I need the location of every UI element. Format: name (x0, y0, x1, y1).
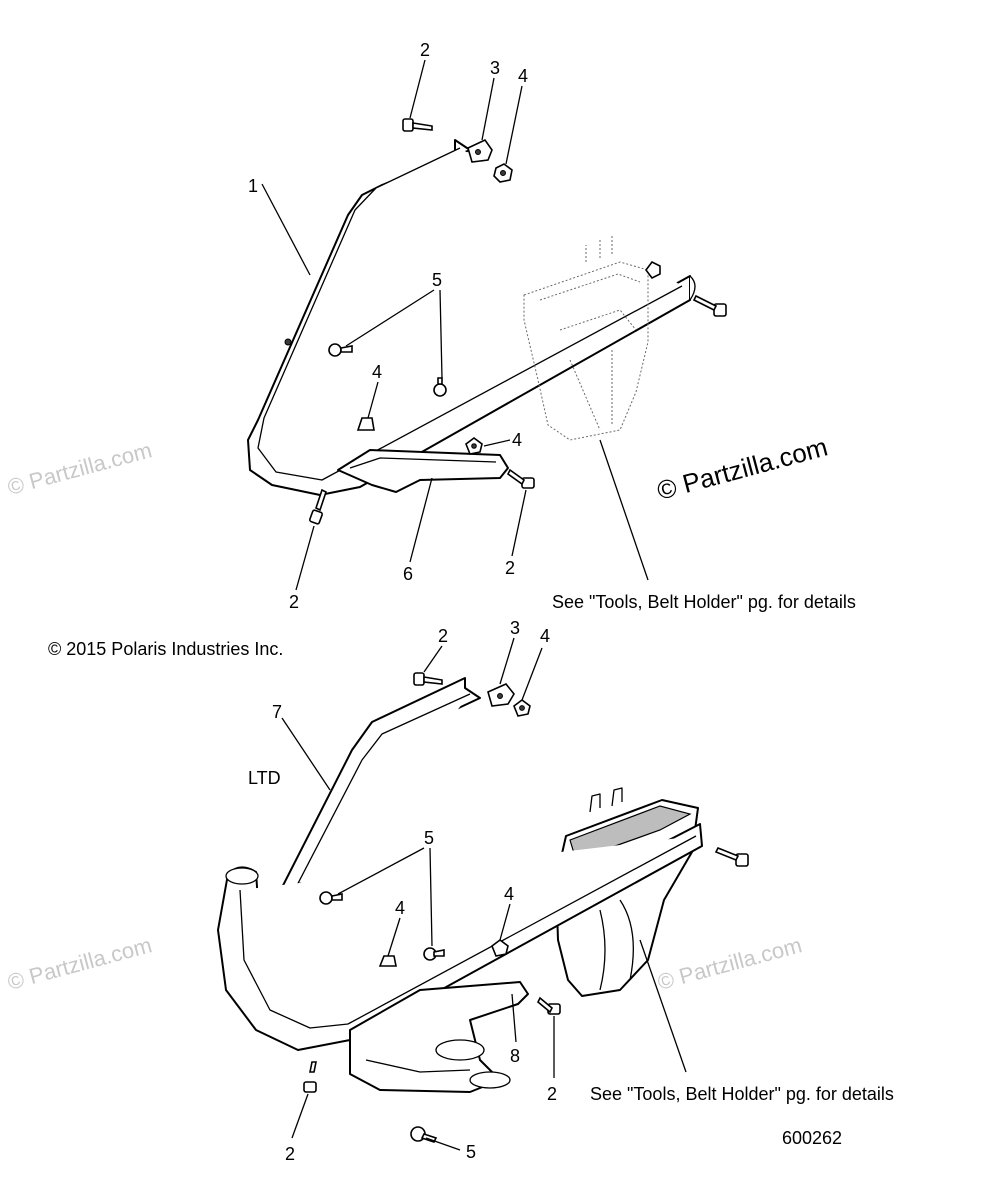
belt-holder-note-lower: See "Tools, Belt Holder" pg. for details (590, 1084, 894, 1104)
brace-8-inner (365, 1059, 471, 1073)
callout-4-top-upper: 4 (518, 66, 528, 86)
leader-belt-lower (639, 939, 687, 1073)
callout-4-right-upper: 4 (512, 430, 522, 450)
figure-number: 600262 (782, 1128, 842, 1148)
bolt-2-left-lower (303, 1061, 317, 1093)
callout-5-lower: 5 (424, 828, 434, 848)
rivet-5a-lower (319, 891, 343, 905)
belt-holder-ghost-upper (523, 236, 649, 441)
callout-4-top-lower: 4 (540, 626, 550, 646)
bumper-tube-1-end (689, 275, 696, 301)
bolt-2-right-upper (506, 468, 535, 489)
callout-4-mid-upper: 4 (372, 362, 382, 382)
nut-4-top-upper (493, 163, 513, 183)
bumper-tube-1-highlight (257, 147, 683, 481)
bolt-top-lower (413, 672, 443, 686)
callout-4-mid-lower: 4 (395, 898, 405, 918)
leader-5a (345, 289, 435, 347)
callout-7: 7 (272, 702, 282, 722)
bolt-top-upper (402, 118, 433, 132)
callout-3-upper: 3 (490, 58, 500, 78)
leader-2-right (511, 489, 527, 557)
leader-4-mid (367, 381, 379, 419)
leader-4-top (505, 85, 523, 165)
leader-5b-lower (429, 847, 433, 947)
callout-2-right-upper: 2 (505, 558, 515, 578)
brace-6-inner (349, 457, 497, 469)
leader-5a-lower (337, 847, 425, 895)
leader-3-lower (499, 637, 515, 685)
front-loop-highlight (239, 835, 697, 1029)
callout-2-left-upper: 2 (289, 592, 299, 612)
callout-2-top-upper: 2 (420, 40, 430, 60)
callout-3-lower: 3 (510, 618, 520, 638)
callout-2-top-lower: 2 (438, 626, 448, 646)
leader-2-left (295, 525, 315, 591)
callout-6: 6 (403, 564, 413, 584)
callout-5-upper: 5 (432, 270, 442, 290)
rivet-5b-lower (423, 947, 445, 961)
leader-5b (439, 289, 443, 379)
callout-2-left-lower: 2 (285, 1144, 295, 1164)
leader-7 (281, 717, 331, 791)
bolt-2-right-lower (537, 996, 561, 1015)
leader-4-top-lower (521, 647, 543, 701)
lower-assembly: 2 3 4 7 5 4 4 8 2 2 5 LTD See "Tools, Be… (217, 618, 894, 1164)
rivet-5b-upper (433, 377, 447, 397)
leader-2-top-lower (423, 645, 443, 673)
rivet-5a-upper (328, 343, 353, 357)
leader-5-bottom-lower (425, 1137, 461, 1151)
bolt-top-right-upper (692, 294, 727, 317)
leader-belt-upper (599, 439, 649, 581)
leader-1 (261, 183, 311, 276)
callout-5-bottom-lower: 5 (466, 1142, 476, 1162)
clip-3-upper (467, 138, 493, 163)
watermark-right-bottom: © Partzilla.com (655, 932, 805, 995)
callout-8: 8 (510, 1046, 520, 1066)
leader-2-left-lower (291, 1093, 309, 1139)
watermark-left-top: © Partzilla.com (5, 437, 155, 500)
clip-3-lower (487, 683, 515, 707)
nut-4-mid-upper (356, 417, 375, 431)
bolt-top-right-lower (714, 846, 749, 867)
nut-4-right-lower (491, 939, 509, 957)
leader-8 (511, 993, 517, 1043)
leader-3 (481, 77, 495, 141)
watermark-left-bottom: © Partzilla.com (5, 932, 155, 995)
callout-4-right-lower: 4 (504, 884, 514, 904)
watermark-partzilla-main: © Partzilla.com (654, 431, 831, 505)
copyright-notice: © 2015 Polaris Industries Inc. (48, 639, 283, 659)
callout-1: 1 (248, 176, 258, 196)
brace-8-opening-a (435, 1039, 485, 1061)
leader-4-mid-lower (387, 917, 401, 957)
leader-2-top (409, 59, 426, 119)
front-loop-end (225, 867, 259, 885)
nut-4-right-upper (465, 437, 483, 455)
variant-label-ltd: LTD (248, 768, 281, 788)
leader-4-right (483, 439, 511, 447)
bolt-2-left-upper (309, 488, 327, 525)
nut-4-top-lower (513, 699, 531, 717)
tube-hole (284, 338, 292, 346)
callout-2-right-lower: 2 (547, 1084, 557, 1104)
belt-holder-note-upper: See "Tools, Belt Holder" pg. for details (552, 592, 856, 612)
brace-8-opening-b (469, 1071, 511, 1089)
nut-4-mid-lower (378, 955, 397, 967)
upper-assembly: 2 3 4 1 5 4 4 2 6 2 © Partzilla.com See … (48, 40, 856, 659)
nut-top-right-upper (645, 260, 661, 280)
leader-4-right-lower (499, 903, 511, 941)
leader-6 (409, 477, 433, 563)
